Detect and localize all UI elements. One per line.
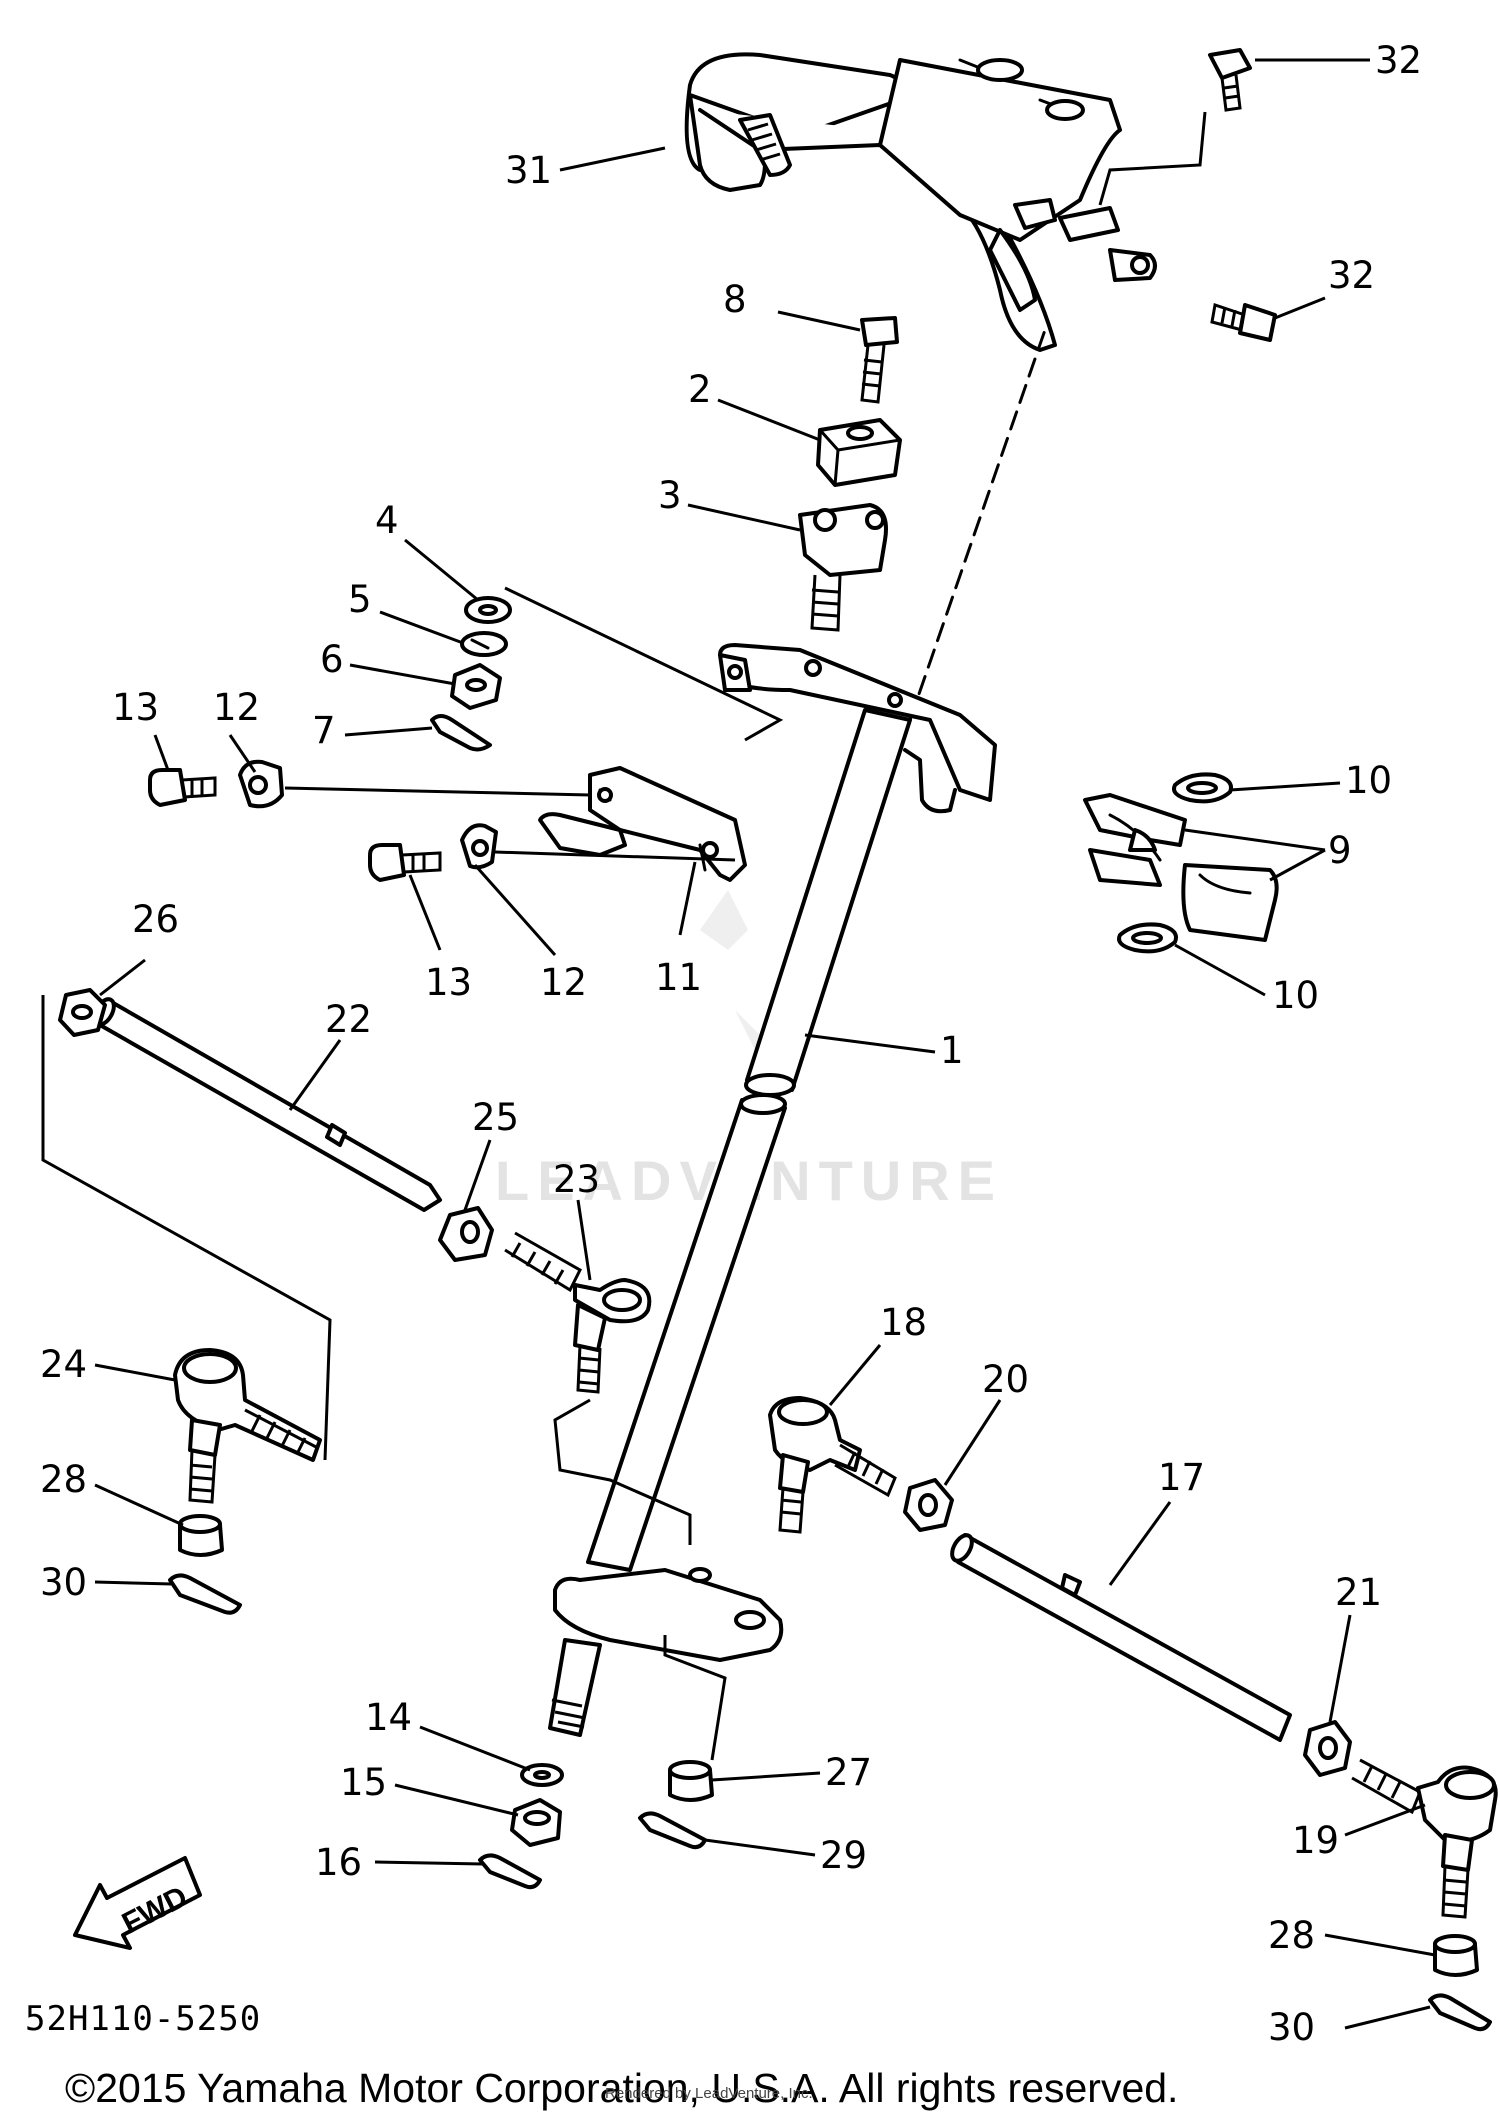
callout-23: 23: [553, 1158, 600, 1201]
nut-6: [450, 663, 502, 710]
tie-rod-17: [950, 1533, 1292, 1742]
nut-21: [1303, 1720, 1352, 1777]
callout-8: 8: [723, 278, 747, 321]
callout-12: 12: [213, 686, 260, 729]
cotter-pin-29: [638, 1811, 707, 1850]
bolt-13-lower: [368, 843, 442, 882]
washer-5: [460, 631, 508, 657]
nut-15: [510, 1798, 562, 1847]
bolt-8: [860, 316, 899, 404]
callout-16: 16: [315, 1841, 362, 1884]
tie-rod-end-23: [504, 1231, 652, 1394]
copyright-notice: ©2015 Yamaha Motor Corporation, U.S.A. A…: [65, 2065, 1178, 2111]
callout-29: 29: [820, 1834, 867, 1877]
callout-1: 1: [940, 1029, 964, 1072]
bolt-13-upper: [148, 768, 217, 807]
bracket-2: [816, 418, 902, 487]
callout-30: 30: [1268, 2006, 1315, 2049]
callout-24: 24: [40, 1343, 87, 1386]
bracket-9-upper: [1083, 793, 1187, 887]
callout-13: 13: [425, 961, 472, 1004]
callout-20: 20: [982, 1358, 1029, 1401]
nut-27: [668, 1760, 714, 1802]
callout-7: 7: [312, 709, 336, 752]
callout-14: 14: [365, 1696, 412, 1739]
washer-14: [520, 1763, 564, 1787]
handlebar-bracket: [684, 52, 1157, 352]
bracket-3: [798, 503, 888, 632]
column-upper-bracket: [718, 643, 997, 814]
callout-21: 21: [1335, 1571, 1382, 1614]
credit-text: Rendered by LeadVenture, Inc.: [605, 2085, 813, 2102]
callout-19: 19: [1292, 1819, 1339, 1862]
tie-rod-end-19: [1351, 1758, 1498, 1919]
callout-32: 32: [1328, 254, 1375, 297]
callout-30: 30: [40, 1561, 87, 1604]
nut-20: [903, 1478, 954, 1532]
washer-10-upper: [1172, 772, 1233, 804]
callout-labels: 32 31 32 8 2 3 4 5 6 7 13 12 10 9 10 13 …: [40, 39, 1422, 2049]
bolt-32-top: [1208, 48, 1252, 112]
cotter-pin-30-right: [1428, 1993, 1492, 2032]
cotter-pin-30-left: [168, 1573, 242, 1615]
callout-10: 10: [1272, 974, 1319, 1017]
washer-4: [464, 596, 512, 624]
tie-rod-end-18: [768, 1396, 897, 1534]
column-pitman-arm: [548, 1567, 784, 1737]
callout-10: 10: [1345, 759, 1392, 802]
nut-25: [438, 1206, 494, 1262]
nut-26: [58, 988, 107, 1037]
callout-15: 15: [340, 1761, 387, 1804]
tie-rod-end-24: [173, 1348, 322, 1504]
cotter-pin-7: [430, 714, 492, 752]
callout-5: 5: [348, 578, 372, 621]
callout-28: 28: [40, 1458, 87, 1501]
tie-rod-22: [92, 997, 442, 1212]
callout-17: 17: [1158, 1456, 1205, 1499]
drawing-code: 52H110-5250: [25, 1999, 261, 2039]
callout-leaders: [94, 58, 1436, 2030]
callout-18: 18: [880, 1301, 927, 1344]
callout-22: 22: [325, 998, 372, 1041]
callout-32: 32: [1375, 39, 1422, 82]
callout-26: 26: [132, 898, 179, 941]
callout-25: 25: [472, 1096, 519, 1139]
bolt-32-right: [1210, 303, 1277, 342]
callout-3: 3: [658, 474, 682, 517]
callout-6: 6: [320, 638, 344, 681]
nut-28-right: [1433, 1934, 1479, 1977]
callout-28: 28: [1268, 1914, 1315, 1957]
callout-27: 27: [825, 1751, 872, 1794]
collar-12-upper: [238, 759, 284, 809]
fwd-arrow-icon: FWD: [73, 1856, 202, 1950]
callout-2: 2: [688, 368, 712, 411]
callout-13: 13: [112, 686, 159, 729]
callout-12: 12: [540, 961, 587, 1004]
cotter-pin-16: [478, 1853, 542, 1890]
clamp-11: [538, 766, 747, 882]
callout-31: 31: [505, 149, 552, 192]
steering-column: [586, 328, 1047, 1572]
washer-10-lower: [1117, 922, 1178, 954]
collar-12-lower: [460, 823, 498, 870]
bracket-9-lower: [1181, 863, 1279, 942]
callout-11: 11: [655, 956, 702, 999]
callout-9: 9: [1328, 829, 1352, 872]
callout-4: 4: [375, 499, 399, 542]
nut-28-left: [178, 1514, 224, 1557]
